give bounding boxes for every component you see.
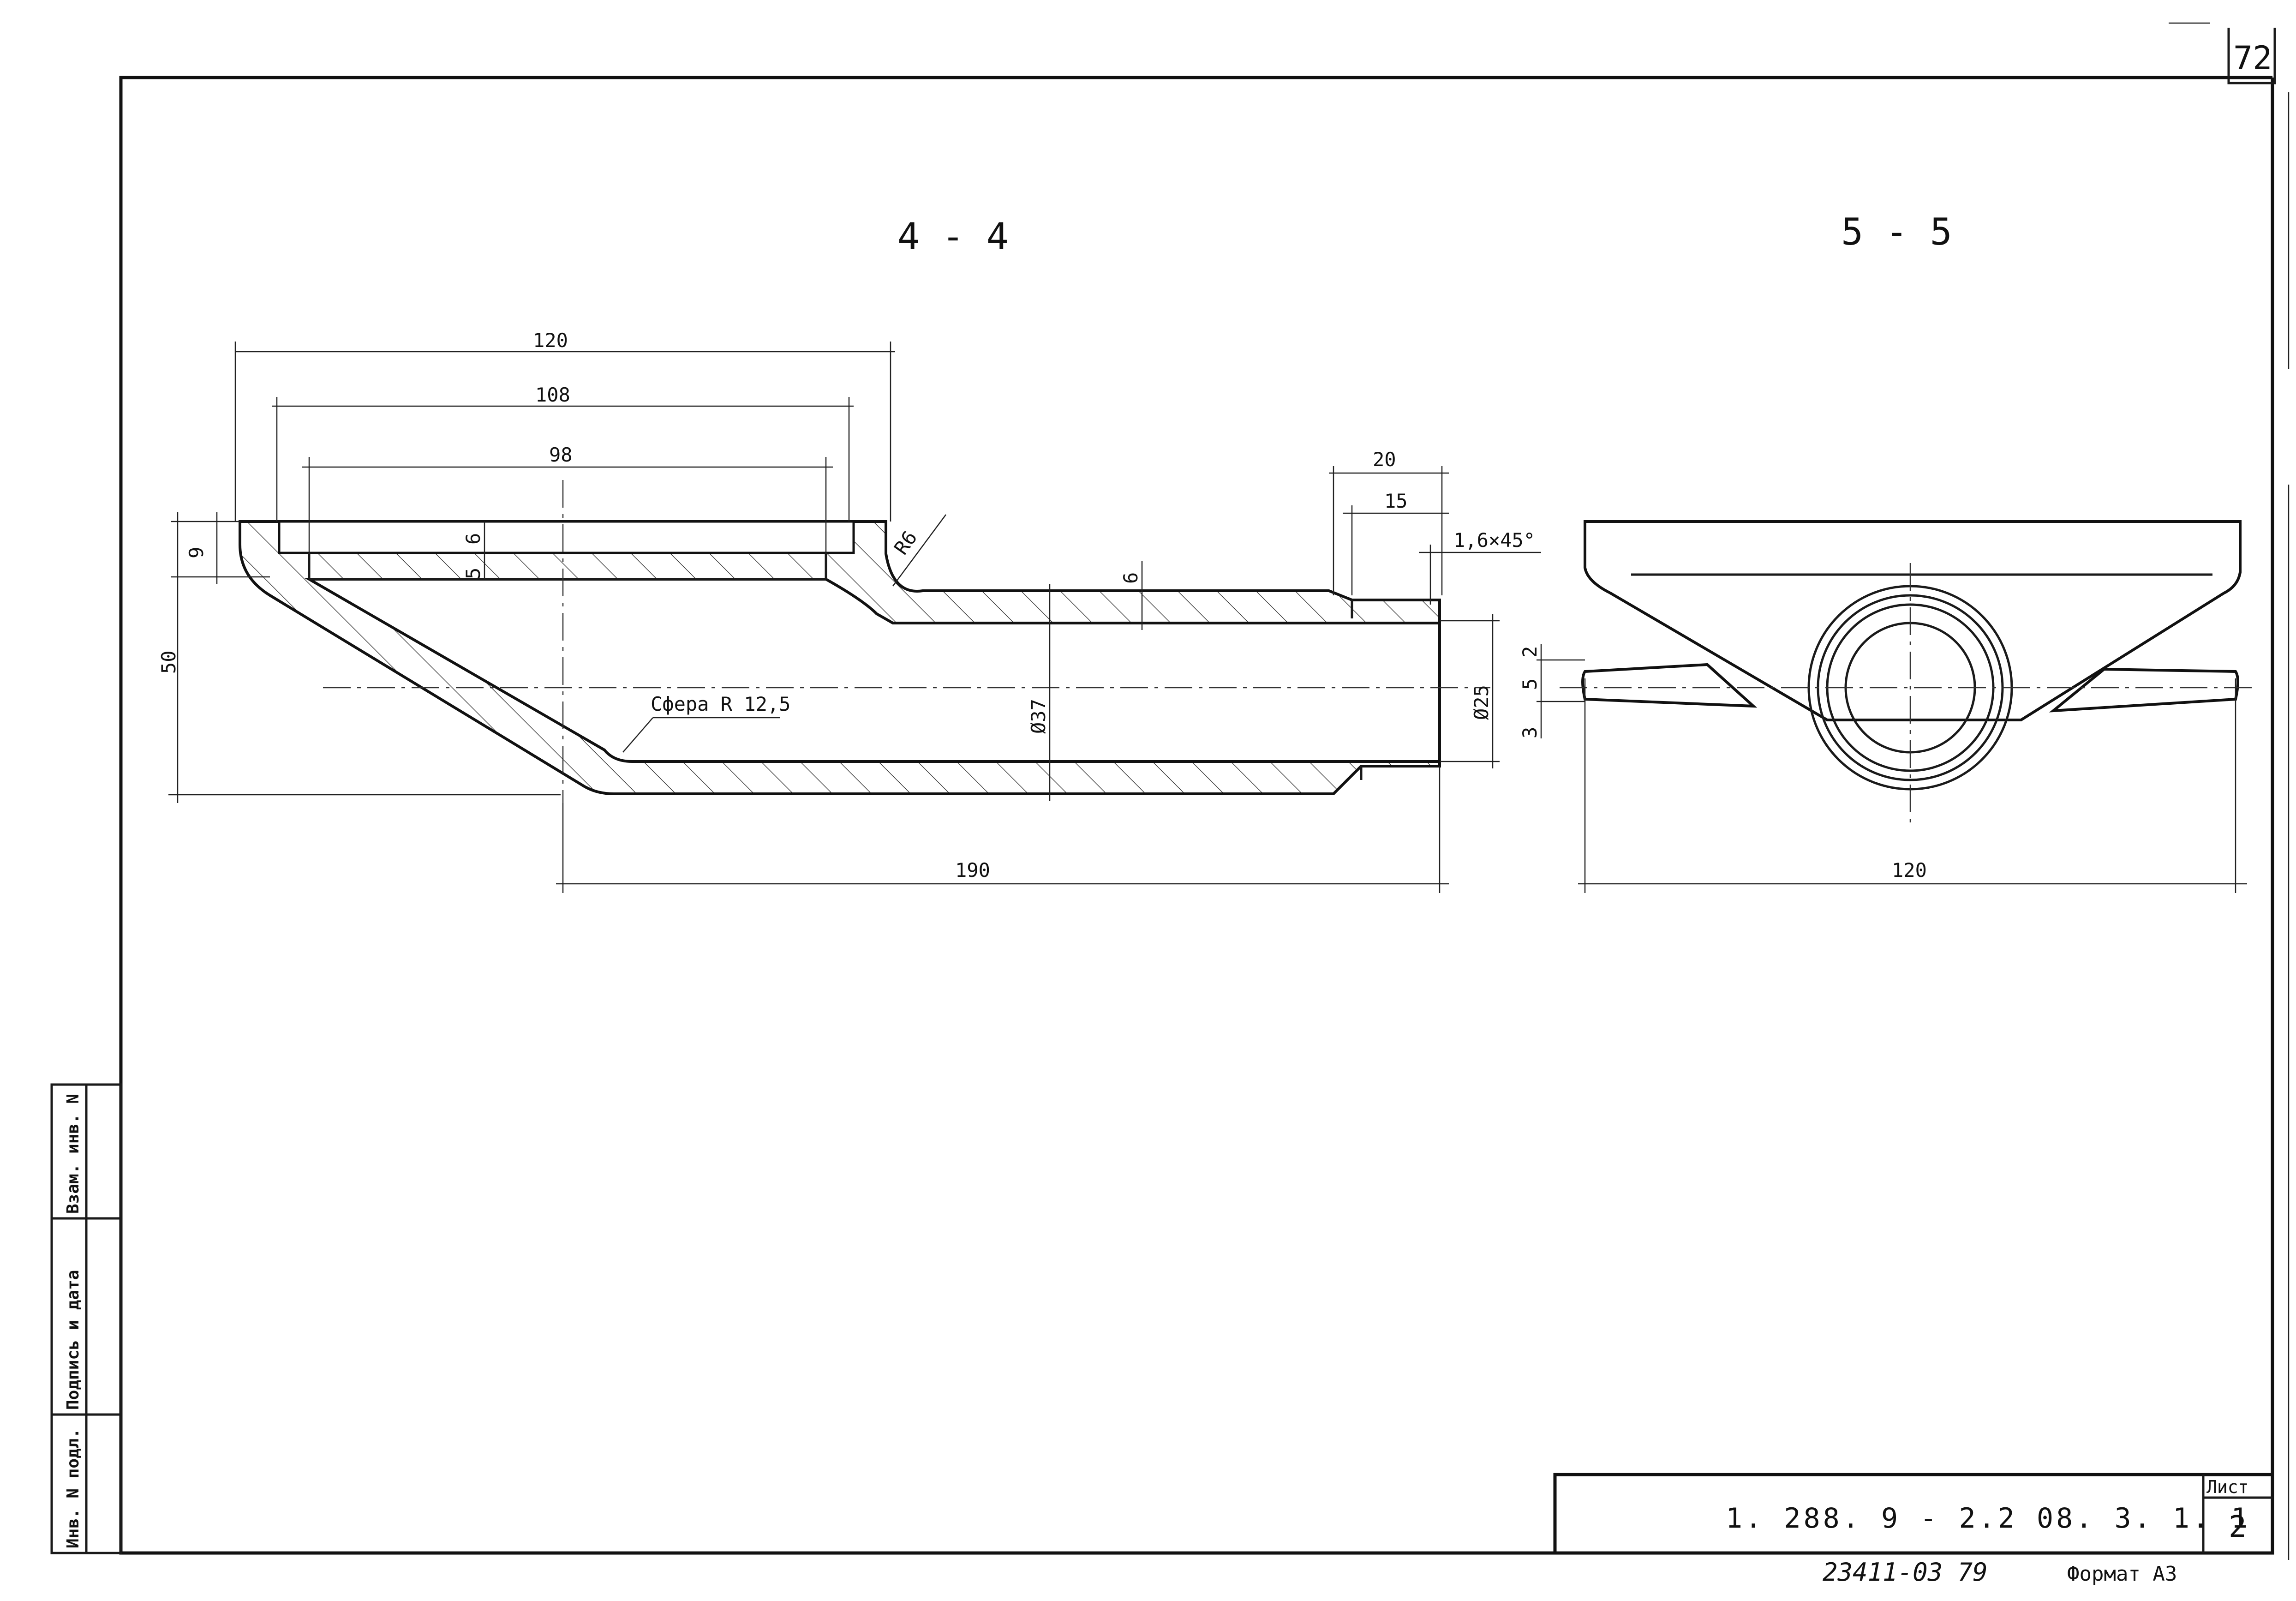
- stamp-inv-podl: Инв. N подл.: [64, 1428, 83, 1548]
- title-block: 1. 288. 9 - 2.2 08. 3. 1. 1 Лист 2: [1553, 1473, 2272, 1553]
- dim-chamfer: 1,6×45°: [1453, 529, 1535, 552]
- dim-6-left: 6: [462, 533, 484, 545]
- dim-6-wall: 6: [1119, 572, 1142, 584]
- dim-20: 20: [1373, 448, 1396, 471]
- dim-5: 5: [462, 568, 484, 579]
- dim-right-3: 3: [1519, 727, 1541, 738]
- dim-right-2: 2: [1519, 646, 1541, 658]
- side-stamp: Инв. N подл. Подпись и дата Взам. инв. N: [50, 1083, 122, 1554]
- section-title-5-5: 5 - 5: [1841, 210, 1952, 253]
- page-number: 72: [2233, 39, 2272, 77]
- section-4-4-view: [239, 480, 1490, 803]
- dim-108: 108: [535, 384, 570, 406]
- dim-15: 15: [1384, 490, 1408, 512]
- dim-9: 9: [185, 547, 208, 558]
- dim-right-5: 5: [1519, 678, 1541, 690]
- stamp-podpis-data: Подпись и дата: [64, 1270, 83, 1410]
- dimensions-5-5: 2 5 3 120: [1519, 644, 2247, 893]
- stamp-vzam-inv: Взам. инв. N: [64, 1094, 83, 1214]
- dim-dia37: Ø37: [1027, 699, 1050, 734]
- order-number: 23411-03 79: [1823, 1558, 1988, 1587]
- sheet-label: Лист: [2206, 1477, 2249, 1497]
- document-code: 1. 288. 9 - 2.2 08. 3. 1. 1: [1726, 1502, 2250, 1535]
- dim-190: 190: [955, 859, 990, 881]
- section-5-5-view: [1560, 520, 2252, 826]
- dim-98: 98: [549, 444, 573, 466]
- dim-dia25: Ø25: [1470, 685, 1493, 720]
- sheet-number: 2: [2229, 1510, 2247, 1544]
- format-label: Формат А3: [2067, 1562, 2177, 1586]
- dim-50: 50: [157, 650, 180, 674]
- dim-120-top: 120: [533, 329, 568, 352]
- page-number-box: 72: [2227, 28, 2276, 84]
- section-title-4-4: 4 - 4: [897, 215, 1009, 258]
- dim-sphere: Сфера R 12,5: [651, 693, 790, 715]
- pipe-wall-section: [239, 520, 1441, 795]
- dim-120-right: 120: [1892, 859, 1927, 881]
- dimensions-4-4: 120 108 98 20 15 1,6×45° 9 5 6 6: [157, 329, 1541, 893]
